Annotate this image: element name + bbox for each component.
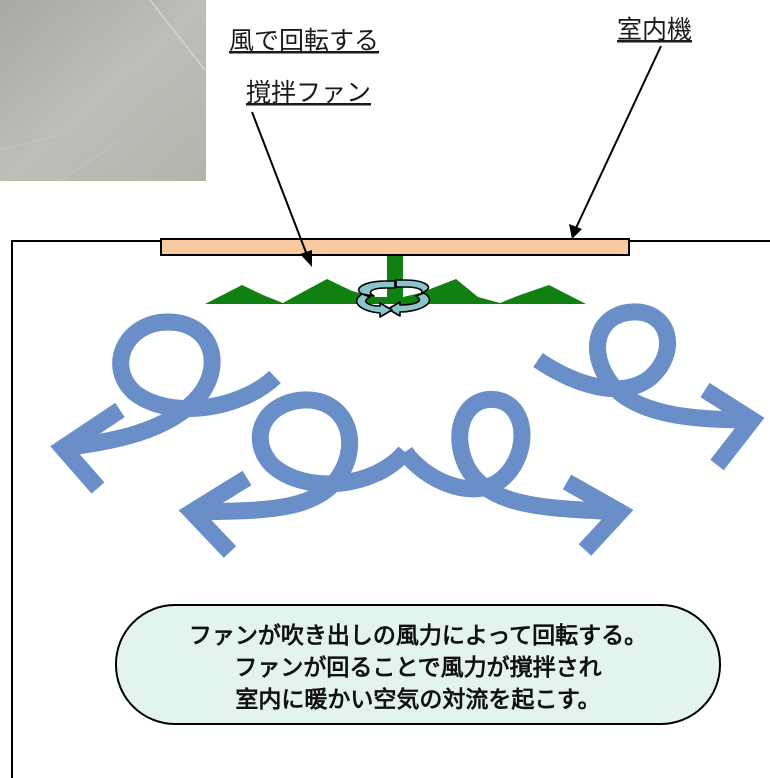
airflow-spiral-left <box>61 313 281 457</box>
fan-stem <box>387 256 403 300</box>
airflow-arrowhead-center-left <box>178 470 252 558</box>
airflow-spiral-center-left <box>191 391 412 521</box>
indoor-unit-label: 室内機 <box>617 15 692 44</box>
caption-box <box>115 604 721 725</box>
caption-line-2: ファンが回ることで風力が撹拌され <box>234 654 601 681</box>
fan-leader-arrowhead <box>300 250 312 267</box>
photo-thumbnail <box>0 0 206 182</box>
rotation-arrow-icon <box>355 279 431 318</box>
airflow-spiral-right <box>533 303 753 429</box>
stirring-fan-label: 撹拌ファン <box>246 78 371 107</box>
label-leader-lines <box>251 45 662 267</box>
caption-line-1: ファンが吹き出しの風力によって回転する。 <box>189 622 647 649</box>
caption-line-3: 室内に暖かい空気の対流を起こす。 <box>235 686 600 713</box>
fan-leader-line <box>251 111 308 256</box>
stirring-fan <box>205 256 586 304</box>
airflow-spirals <box>50 303 765 558</box>
indoor-unit <box>160 238 630 256</box>
airflow-arrowhead-right <box>700 382 765 471</box>
airflow-arrowhead-left <box>50 402 125 494</box>
fan-blades <box>205 279 586 304</box>
wind-rotating-label: 風で回転する <box>229 26 379 55</box>
unit-leader-line <box>575 45 662 229</box>
airflow-spiral-center-right <box>398 390 621 521</box>
airflow-arrowhead-center-right <box>562 474 634 556</box>
unit-leader-arrowhead <box>569 224 582 239</box>
